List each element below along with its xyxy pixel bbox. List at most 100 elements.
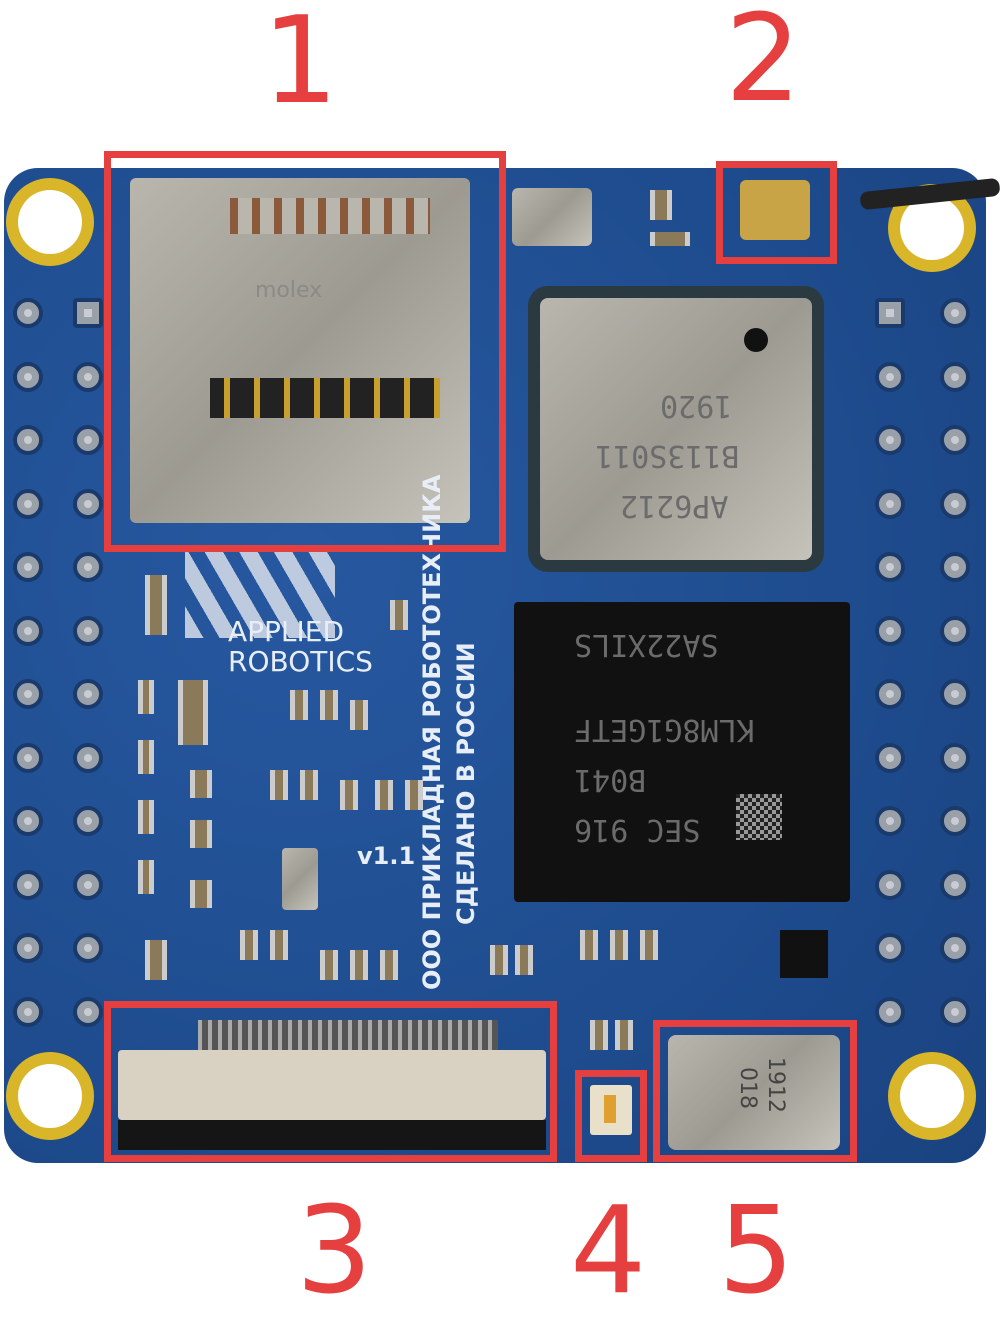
sd-contacts	[230, 198, 430, 234]
brand-line2: ROBOTICS	[228, 645, 373, 678]
smd-part	[350, 950, 368, 980]
led-die	[604, 1095, 616, 1123]
smd-part	[145, 575, 167, 635]
callout-label-5: 5	[718, 1182, 795, 1321]
smd-part	[320, 690, 338, 720]
ru-line2: СДЕЛАНО В РОССИИ	[452, 642, 480, 925]
emmc-chip: SA22XILS KLM8G1GETF B041 SEC 916	[514, 602, 850, 902]
header-pin	[875, 996, 905, 1027]
callout-label-1: 1	[262, 0, 339, 131]
smd-part	[610, 930, 628, 960]
microsd-slot: molex	[130, 178, 470, 523]
smd-part	[240, 930, 258, 960]
sd-pins	[210, 378, 440, 418]
header-pin	[940, 806, 970, 836]
brand-line1: APPLIED	[228, 615, 345, 648]
header-pin	[13, 806, 43, 836]
smd-part	[380, 950, 398, 980]
smd-part	[290, 690, 308, 720]
header-pin	[73, 361, 103, 392]
header-pin	[875, 615, 905, 646]
smd-part	[580, 930, 598, 960]
header-pin	[13, 425, 43, 455]
smd-part	[340, 780, 358, 810]
header-pin	[940, 615, 970, 646]
header-pin	[875, 933, 905, 963]
header-pin	[875, 679, 905, 709]
smd-part	[650, 190, 672, 220]
header-pin	[940, 679, 970, 709]
smd-part	[320, 950, 338, 980]
smd-part	[390, 600, 408, 630]
wifi-module: 1920 B113S011 AP6212	[540, 298, 812, 560]
smd-part	[405, 780, 423, 810]
callout-box-5	[653, 1020, 857, 1162]
fpc-body	[118, 1050, 546, 1120]
header-pin	[73, 552, 103, 582]
header-pin	[13, 615, 43, 646]
smd-part	[145, 940, 167, 980]
smd-part	[590, 1020, 608, 1050]
smd-part	[640, 930, 658, 960]
smd-part	[190, 880, 212, 908]
smd-part	[270, 770, 288, 800]
version-label: v1.1	[357, 842, 416, 870]
header-pin	[73, 742, 103, 773]
callout-box-3	[104, 1001, 557, 1162]
smd-part	[650, 232, 690, 246]
header-pin	[875, 488, 905, 519]
smd-part	[178, 680, 208, 745]
header-pin	[73, 933, 103, 963]
header-pin	[13, 361, 43, 392]
header-pin	[875, 425, 905, 455]
smd-part	[138, 680, 154, 714]
smd-part	[615, 1020, 633, 1050]
mounting-hole	[888, 1052, 976, 1140]
header-pin	[940, 869, 970, 900]
header-pin	[875, 806, 905, 836]
header-pin	[940, 933, 970, 963]
header-pin	[13, 933, 43, 963]
smd-part	[490, 945, 508, 975]
header-pin	[875, 552, 905, 582]
header-pin	[73, 298, 103, 328]
smd-part	[300, 770, 318, 800]
wifi-chip-line2: B113S011	[595, 438, 740, 473]
header-pin	[73, 806, 103, 836]
header-pin	[73, 615, 103, 646]
callout-box-1	[104, 151, 506, 552]
antenna-connector	[740, 180, 810, 240]
header-pin	[13, 679, 43, 709]
smd-part	[515, 945, 533, 975]
header-pin	[940, 425, 970, 455]
micro-usb-port: 1912 018	[668, 1035, 840, 1150]
header-pin	[875, 869, 905, 900]
led	[590, 1085, 632, 1135]
smd-part	[138, 740, 154, 774]
header-pin	[13, 742, 43, 773]
smd-part	[138, 860, 154, 894]
header-pin	[73, 996, 103, 1027]
mounting-hole	[6, 1052, 94, 1140]
callout-label-3: 3	[296, 1182, 373, 1321]
smd-part	[375, 780, 393, 810]
callout-label-4: 4	[570, 1182, 647, 1321]
header-pin	[73, 869, 103, 900]
fpc-connector	[118, 1020, 546, 1150]
header-pin	[73, 679, 103, 709]
ru-line1: ООО ПРИКЛАДНАЯ РОБОТОТЕХНИКА	[418, 474, 446, 990]
header-pin	[13, 996, 43, 1027]
smd-part	[350, 700, 368, 730]
wifi-chip-line3: 1920	[660, 388, 733, 423]
crystal	[512, 188, 592, 246]
mem-line1: SA22XILS	[574, 627, 719, 662]
header-pin	[73, 488, 103, 519]
mem-line4: SEC 916	[574, 812, 701, 847]
callout-box-2	[716, 161, 837, 264]
header-pin	[875, 742, 905, 773]
header-pin	[940, 361, 970, 392]
mem-line3: B041	[574, 762, 647, 797]
header-pin	[73, 425, 103, 455]
pin1-dot	[744, 328, 768, 352]
wifi-chip-line1: AP6212	[620, 488, 729, 523]
